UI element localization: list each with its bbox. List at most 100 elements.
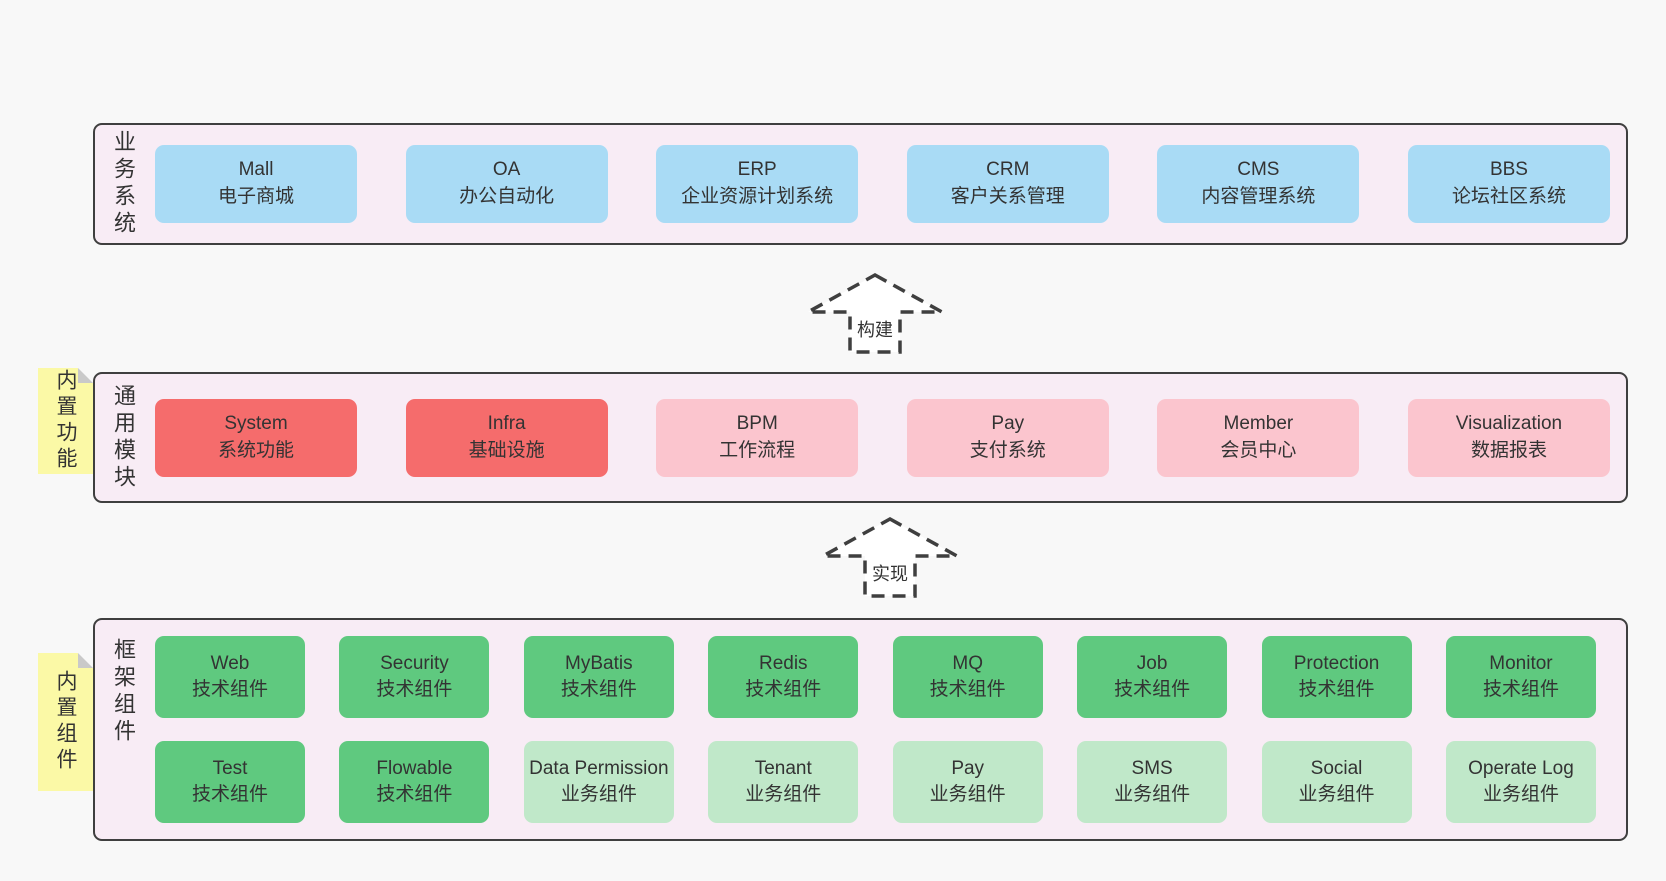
box-desc: 论坛社区系统 [1451, 186, 1566, 207]
box-desc: 技术组件 [191, 679, 268, 700]
implement-arrow: 实现 [815, 516, 965, 600]
band-modules-title: 通用模块 [111, 383, 136, 492]
box-desc: 技术组件 [376, 784, 453, 805]
box-desc: 电子商城 [217, 186, 294, 207]
box-desc: 技术组件 [929, 679, 1006, 700]
box-desc: 企业资源计划系统 [681, 186, 834, 207]
box-name: Job [1136, 653, 1168, 675]
component-box-mybatis: MyBatis 技术组件 [523, 636, 674, 718]
note-builtin-components: 内置组件 [38, 653, 93, 791]
module-box-visualization: Visualization 数据报表 [1407, 398, 1610, 477]
components-row-2: Test 技术组件 Flowable 技术组件 Data Permission … [155, 741, 1596, 823]
component-box-security: Security 技术组件 [339, 636, 490, 718]
module-box-mall: Mall 电子商城 [155, 145, 357, 223]
box-name: Monitor [1489, 653, 1553, 675]
box-name: Web [210, 653, 250, 675]
module-box-crm: CRM 客户关系管理 [906, 145, 1109, 223]
box-name: CMS [1237, 159, 1280, 181]
box-desc: 基础设施 [468, 439, 545, 461]
module-box-erp: ERP 企业资源计划系统 [656, 145, 859, 223]
box-desc: 系统功能 [217, 439, 294, 461]
box-desc: 技术组件 [1114, 679, 1191, 700]
box-desc: 技术组件 [560, 679, 637, 700]
box-name: SMS [1131, 758, 1173, 780]
note-builtin-features: 内置功能 [38, 368, 93, 474]
box-name: Pay [951, 758, 985, 780]
band-modules-title-wrap: 通用模块 [95, 374, 151, 501]
box-name: OA [492, 159, 521, 181]
box-desc: 客户关系管理 [950, 186, 1065, 207]
component-box-flowable: Flowable 技术组件 [339, 741, 490, 823]
module-box-bpm: BPM 工作流程 [656, 398, 859, 477]
module-box-bbs: BBS 论坛社区系统 [1407, 145, 1610, 223]
arrow-up-icon [807, 273, 943, 354]
folded-corner-icon [78, 653, 93, 668]
box-name: Test [212, 758, 248, 780]
component-box-protection: Protection 技术组件 [1261, 636, 1412, 718]
box-name: Member [1223, 412, 1294, 434]
box-name: CRM [986, 159, 1030, 181]
band-business-boxes: Mall 电子商城 OA 办公自动化 ERP 企业资源计划系统 CRM 客户关系… [151, 125, 1626, 243]
components-row-1: Web 技术组件 Security 技术组件 MyBatis 技术组件 Redi… [155, 636, 1596, 718]
box-desc: 数据报表 [1470, 439, 1547, 461]
box-desc: 技术组件 [1482, 679, 1559, 700]
module-box-infra: Infra 基础设施 [405, 398, 608, 477]
box-desc: 业务组件 [1298, 784, 1375, 805]
band-components-boxes: Web 技术组件 Security 技术组件 MyBatis 技术组件 Redi… [151, 620, 1626, 839]
box-desc: 办公自动化 [459, 186, 555, 207]
component-box-test: Test 技术组件 [155, 741, 305, 823]
box-name: Flowable [376, 758, 453, 780]
implement-arrow-label: 实现 [872, 564, 908, 584]
note-text: 内置功能 [54, 369, 77, 473]
box-name: Social [1310, 758, 1363, 780]
box-desc: 业务组件 [929, 784, 1006, 805]
component-box-job: Job 技术组件 [1077, 636, 1228, 718]
box-name: System [224, 412, 288, 434]
box-desc: 内容管理系统 [1201, 186, 1316, 207]
box-name: Protection [1293, 653, 1380, 675]
component-box-social: Social 业务组件 [1261, 741, 1412, 823]
box-name: Visualization [1455, 412, 1563, 434]
arrow-up-icon [822, 517, 958, 598]
box-desc: 技术组件 [1298, 679, 1375, 700]
box-name: Data Permission [529, 758, 669, 780]
component-box-mq: MQ 技术组件 [892, 636, 1043, 718]
box-desc: 业务组件 [1482, 784, 1559, 805]
band-components-title: 框架组件 [111, 638, 136, 746]
component-box-operate-log: Operate Log 业务组件 [1445, 741, 1596, 823]
note-text: 内置组件 [54, 670, 77, 774]
box-desc: 业务组件 [560, 784, 637, 805]
module-box-cms: CMS 内容管理系统 [1157, 145, 1360, 223]
box-desc: 业务组件 [745, 784, 822, 805]
box-name: BBS [1489, 159, 1528, 181]
box-desc: 技术组件 [745, 679, 822, 700]
build-arrow: 构建 [800, 272, 950, 356]
component-box-monitor: Monitor 技术组件 [1445, 636, 1596, 718]
box-desc: 技术组件 [191, 784, 268, 805]
band-framework-components: 框架组件 Web 技术组件 Security 技术组件 MyBatis 技术组件… [93, 618, 1628, 841]
box-name: Pay [991, 412, 1025, 434]
component-box-data-permission: Data Permission 业务组件 [523, 741, 674, 823]
component-box-redis: Redis 技术组件 [708, 636, 859, 718]
component-box-tenant: Tenant 业务组件 [708, 741, 859, 823]
module-box-system: System 系统功能 [155, 398, 357, 477]
component-box-pay: Pay 业务组件 [892, 741, 1043, 823]
box-desc: 技术组件 [376, 679, 453, 700]
module-box-pay: Pay 支付系统 [906, 398, 1109, 477]
box-desc: 业务组件 [1114, 784, 1191, 805]
module-box-oa: OA 办公自动化 [405, 145, 608, 223]
box-name: Mall [238, 159, 274, 181]
box-name: ERP [737, 159, 777, 181]
band-business-title-wrap: 业务系统 [95, 125, 151, 243]
box-desc: 支付系统 [969, 439, 1046, 461]
box-name: Redis [758, 653, 808, 675]
box-name: Security [380, 653, 449, 675]
band-common-modules: 通用模块 System 系统功能 Infra 基础设施 BPM 工作流程 Pay… [93, 372, 1628, 503]
box-name: Tenant [754, 758, 812, 780]
box-name: BPM [736, 412, 778, 434]
box-name: MQ [952, 653, 983, 675]
box-name: MyBatis [565, 653, 633, 675]
module-box-member: Member 会员中心 [1157, 398, 1360, 477]
band-components-title-wrap: 框架组件 [95, 620, 151, 839]
